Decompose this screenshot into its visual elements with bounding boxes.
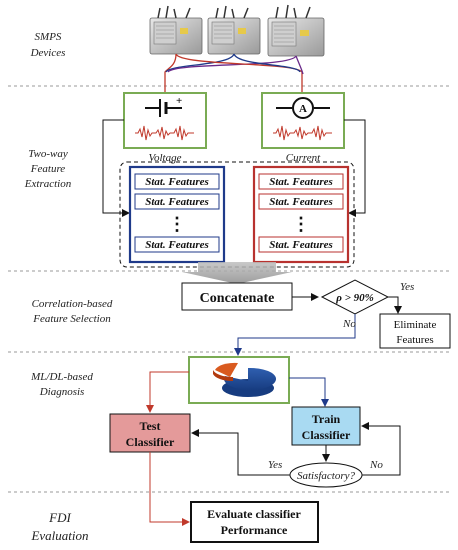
stage-smps-line2: Devices	[30, 47, 66, 59]
stage-label-extraction-1: Two-way	[28, 148, 68, 160]
satisfactory-no-arrow	[361, 422, 401, 476]
stage-label-selection-1: Correlation-based	[32, 298, 113, 310]
current-label: Current	[286, 152, 321, 164]
voltage-waveform-icon	[135, 125, 194, 141]
decision-no-arrow	[234, 314, 356, 356]
ammeter-icon: A	[276, 97, 330, 119]
test-classifier-line2: Classifier	[126, 435, 175, 449]
stage-label-fdi-1: FDI	[48, 510, 71, 525]
voltage-label: Voltage	[149, 152, 182, 164]
stage-label-extraction-3: Extraction	[24, 178, 72, 190]
feature-extraction-group: Stat. Features Stat. Features ⋮ Stat. Fe…	[119, 161, 355, 268]
current-waveform-icon	[273, 125, 332, 141]
eliminate-features-box	[379, 313, 451, 349]
eliminate-line2: Features	[396, 334, 433, 346]
stage-diagnosis-line1: ML/DL-based	[30, 371, 93, 383]
psu-image-3	[267, 4, 325, 57]
voltage-sensor: + Voltage	[123, 92, 207, 164]
battery-icon	[145, 99, 182, 117]
concatenate-box	[181, 282, 293, 311]
stage-label-selection-2: Feature Selection	[32, 313, 111, 325]
stage-label-fdi-2: Evaluation	[30, 528, 88, 543]
current-sensor: A Current	[261, 92, 345, 164]
voltage-feature-items: Stat. Features Stat. Features ⋮ Stat. Fe…	[134, 173, 220, 253]
stage-extraction-line3: Extraction	[24, 178, 72, 190]
stage-label-diagnosis-1: ML/DL-based	[30, 371, 93, 383]
train-classifier-line1: Train	[312, 412, 341, 426]
psu-image-2	[207, 5, 261, 55]
decision-yes-label: Yes	[400, 281, 414, 293]
sensor-to-feature-arrows	[102, 119, 366, 217]
voltage-feature-2: Stat. Features	[145, 196, 209, 208]
current-feature-3: Stat. Features	[269, 239, 333, 251]
test-classifier-box	[109, 413, 191, 453]
merge-funnel-arrow	[182, 262, 292, 284]
voltage-feature-ellipsis: ⋮	[168, 214, 186, 234]
pie-chart-icon	[213, 362, 277, 397]
train-classifier-box	[291, 406, 361, 446]
psu-image-1	[149, 5, 203, 55]
stage-label-diagnosis-2: Diagnosis	[39, 386, 85, 398]
stage-selection-line1: Correlation-based	[32, 298, 113, 310]
train-classifier-line2: Classifier	[302, 428, 351, 442]
concatenate-label: Concatenate	[200, 291, 275, 306]
model-to-train-arrow	[289, 377, 329, 407]
stage-extraction-line1: Two-way	[28, 148, 68, 160]
correlation-condition: ρ > 90%	[335, 292, 374, 304]
selection-group: Concatenate ρ > 90% Yes Eliminate Featur…	[181, 279, 451, 356]
satisfactory-label: Satisfactory?	[297, 470, 356, 482]
smps-devices	[149, 4, 325, 57]
test-to-evaluate-arrow	[149, 452, 190, 526]
evaluation-group: Evaluate classifier Performance	[149, 452, 319, 543]
stage-extraction-line2: Feature	[30, 163, 66, 175]
current-feature-ellipsis: ⋮	[292, 214, 310, 234]
battery-plus-sign: +	[176, 95, 182, 107]
satisfactory-yes-arrow	[191, 429, 290, 476]
stage-label-smps: SMPS	[35, 31, 62, 43]
satisfactory-yes-label: Yes	[268, 459, 282, 471]
psu-cables	[164, 53, 304, 92]
stage-selection-line2: Feature Selection	[32, 313, 111, 325]
stage-diagnosis-line2: Diagnosis	[39, 386, 85, 398]
eliminate-line1: Eliminate	[394, 319, 437, 331]
voltage-sensor-box	[123, 92, 207, 149]
diagnosis-group: Test Classifier Train Classifier Satisfa…	[109, 356, 401, 488]
stage-smps-line1: SMPS	[35, 31, 62, 43]
voltage-feature-1: Stat. Features	[145, 176, 209, 188]
evaluate-performance-box	[190, 501, 319, 543]
current-feature-items: Stat. Features Stat. Features ⋮ Stat. Fe…	[258, 173, 344, 253]
current-feature-1: Stat. Features	[269, 176, 333, 188]
decision-no-label: No	[342, 318, 356, 330]
stage-fdi-line1: FDI	[48, 510, 71, 525]
ammeter-letter: A	[299, 103, 307, 115]
stage-label-smps-2: Devices	[30, 47, 66, 59]
satisfactory-no-label: No	[369, 459, 383, 471]
voltage-feature-3: Stat. Features	[145, 239, 209, 251]
evaluate-line2: Performance	[221, 523, 288, 537]
stage-labels: SMPS Devices Two-way Feature Extraction …	[24, 31, 113, 543]
stage-label-extraction-2: Feature	[30, 163, 66, 175]
model-to-test-arrow	[146, 371, 189, 413]
decision-yes-arrow	[388, 296, 402, 314]
evaluate-line1: Evaluate classifier	[207, 507, 301, 521]
test-classifier-line1: Test	[140, 419, 161, 433]
stage-fdi-line2: Evaluation	[30, 528, 88, 543]
current-feature-2: Stat. Features	[269, 196, 333, 208]
